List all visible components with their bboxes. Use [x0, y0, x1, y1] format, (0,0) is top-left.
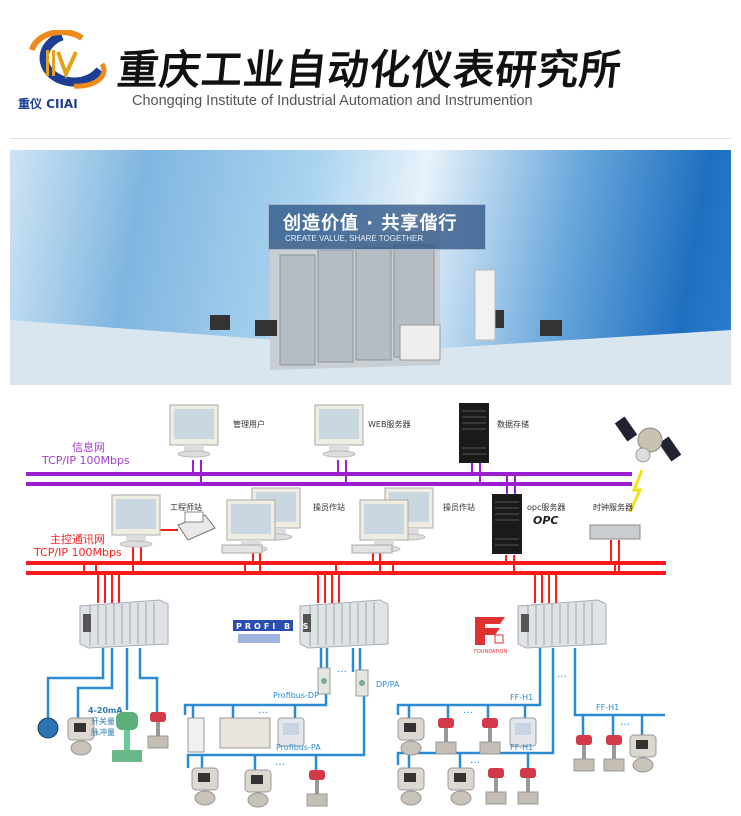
- frequency-drive: [187, 717, 205, 753]
- operator-station-2-monitor-a: [359, 499, 409, 553]
- clock-server-device: [589, 524, 641, 540]
- profibus-pa-label: Profibus-PA: [276, 743, 321, 752]
- field-wiring: [46, 648, 665, 770]
- satellite-icon: [614, 416, 682, 463]
- ff-valve: [435, 717, 457, 755]
- info-network-bus: [26, 472, 632, 486]
- pa-transmitter: [191, 767, 219, 806]
- ff-flowmeter: [447, 767, 475, 806]
- slogan-box: 创造价值 · 共享偕行 CREATE VALUE, SHARE TOGETHER: [268, 204, 486, 250]
- ellipsis: …: [463, 705, 473, 716]
- info-network-spec: TCP/IP 100Mbps: [41, 454, 130, 467]
- svg-text:FOUNDATION: FOUNDATION: [474, 649, 507, 655]
- pa-flowmeter: [244, 769, 272, 808]
- web-server-label: WEB服务器: [368, 419, 410, 429]
- operator-station-2-label: 操员作站: [443, 502, 475, 512]
- operator-station-1-label: 操员作站: [313, 502, 345, 512]
- control-network-label: 主控通讯网: [50, 532, 105, 546]
- info-network-drops: [192, 460, 516, 495]
- ff-flowmeter: [629, 734, 657, 773]
- ff-valve: [485, 767, 507, 805]
- signal-type-3: 脉冲量: [91, 727, 115, 737]
- network-architecture-diagram: 信息网 TCP/IP 100Mbps 主控通讯网 TCP/IP 100Mbps …: [26, 402, 682, 808]
- ellipsis: …: [470, 755, 480, 766]
- dp-pa-coupler: [355, 669, 369, 697]
- opc-server-tower: [491, 493, 523, 555]
- slogan-en: CREATE VALUE, SHARE TOGETHER: [285, 234, 424, 243]
- ellipsis: …: [258, 705, 268, 716]
- engineer-station-monitor: [111, 494, 161, 548]
- keyboard-icon: [221, 544, 263, 554]
- control-network-bus: [26, 561, 666, 575]
- institute-title-en: Chongqing Institute of Industrial Automa…: [132, 93, 533, 109]
- logo-text: 重仪 CIIAI: [18, 96, 78, 111]
- control-network-drops: [83, 529, 620, 603]
- clock-server-label: 时钟服务器: [593, 502, 633, 512]
- ellipsis: …: [337, 664, 347, 675]
- transmitter-device: [37, 717, 59, 739]
- ellipsis: …: [275, 757, 285, 768]
- data-storage-label: 数据存储: [497, 419, 529, 429]
- controller-rack-3: [517, 599, 607, 649]
- signal-type-1: 4-20mA: [88, 706, 123, 715]
- ellipsis: …: [557, 669, 567, 680]
- data-storage-server: [458, 402, 490, 464]
- ciiai-logo: 重仪 CIIAI: [12, 29, 107, 112]
- foundation-fieldbus-logo: FOUNDATION: [474, 617, 507, 655]
- ff-display-unit: [509, 717, 537, 747]
- wireless-link-icon: [628, 469, 644, 513]
- controller-rack-2: [299, 599, 389, 649]
- ff-valve: [517, 767, 539, 805]
- operator-station-1-monitor-a: [226, 499, 276, 553]
- slogan-cn: 创造价值 · 共享偕行: [283, 213, 458, 234]
- header-divider: [10, 138, 731, 139]
- ff-transmitter: [397, 767, 425, 806]
- dp-pa-label: DP/PA: [376, 680, 400, 689]
- signal-type-2: 开关量: [91, 716, 115, 726]
- info-network-label: 信息网: [72, 440, 105, 454]
- ff-valve: [603, 734, 625, 772]
- ff-h1-label-2: FF-H1: [510, 743, 533, 752]
- control-valve: [147, 711, 169, 749]
- profibus-logo: PROFI BUS: [233, 620, 311, 643]
- mgmt-user-monitor: [169, 404, 219, 458]
- ff-h1-label-1: FF-H1: [510, 693, 533, 702]
- institute-title-cn: 重庆工业自动化仪表研究所: [115, 46, 625, 94]
- profibus-dp-label: Profibus-DP: [273, 691, 319, 700]
- ff-h1-label-3: FF-H1: [596, 703, 619, 712]
- web-server-monitor: [314, 404, 364, 458]
- control-valve-green: [112, 712, 142, 762]
- controller-rack-1: [79, 599, 169, 649]
- engineer-station-label: 工程师站: [170, 502, 202, 512]
- remote-io-module: [219, 717, 271, 749]
- printer-icon: [177, 511, 216, 541]
- mgmt-user-label: 管理用户: [233, 419, 265, 429]
- dp-coupler: [317, 667, 331, 695]
- display-unit: [277, 717, 305, 747]
- control-network-spec: TCP/IP 100Mbps: [33, 546, 122, 559]
- ff-flowmeter: [397, 717, 425, 756]
- pa-valve: [306, 769, 328, 807]
- svg-text:PROFI BUS: PROFI BUS: [236, 622, 311, 631]
- opc-logo: OPC: [533, 514, 559, 527]
- ff-valve: [573, 734, 595, 772]
- opc-server-label: opc服务器: [527, 502, 565, 512]
- hero-banner: 创造价值 · 共享偕行 CREATE VALUE, SHARE TOGETHER: [10, 150, 731, 385]
- ff-valve: [479, 717, 501, 755]
- ellipsis: …: [620, 717, 630, 728]
- control-room-illustration: [10, 230, 731, 385]
- keyboard-icon: [351, 544, 393, 554]
